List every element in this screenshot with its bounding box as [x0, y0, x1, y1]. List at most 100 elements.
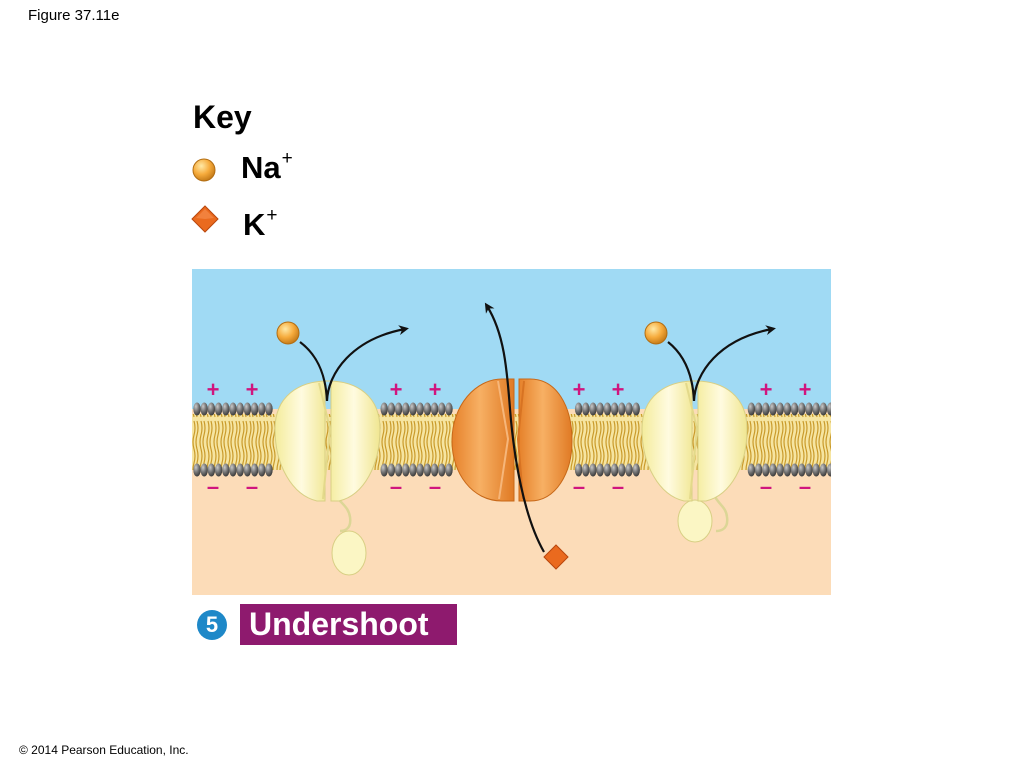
lipid-head — [409, 402, 417, 416]
lipid-head — [783, 463, 792, 477]
lipid-head — [819, 402, 828, 416]
lipid-head — [222, 463, 230, 477]
figure-label: Figure 37.11e — [28, 7, 120, 24]
lipid-head — [632, 402, 640, 416]
lipid-head — [236, 402, 244, 416]
lipid-head — [762, 402, 770, 416]
lipid-head — [265, 402, 273, 416]
lipid-head — [589, 463, 597, 477]
sodium-channel-left — [274, 380, 381, 576]
lipid-head — [445, 402, 453, 416]
lipid-head — [207, 402, 216, 416]
inner-charge: – — [760, 474, 772, 499]
lipid-head — [819, 463, 828, 477]
lipid-head — [258, 463, 266, 477]
sodium-ion-right — [644, 321, 668, 345]
lipid-head — [596, 463, 604, 477]
step-number-badge: 5 — [197, 610, 227, 640]
sodium-arrow-right — [667, 325, 776, 402]
lipid-head — [625, 463, 633, 477]
lipid-head — [776, 463, 784, 477]
lipid-head — [387, 402, 396, 416]
lipid-head — [430, 402, 439, 416]
lipid-head — [222, 402, 230, 416]
outer-charge: + — [390, 377, 403, 402]
lipid-head — [747, 402, 756, 416]
inner-charge: – — [207, 474, 219, 499]
sodium-channel-right — [641, 380, 748, 543]
lipid-head — [798, 402, 806, 416]
lipid-head — [380, 402, 388, 416]
membrane-diagram: +–+–+–+–+–+–+–+– — [192, 269, 831, 595]
inner-charge: – — [246, 474, 258, 499]
sodium-ion-icon — [192, 158, 216, 182]
lipid-head — [243, 402, 252, 416]
lipid-head — [409, 463, 417, 477]
key-label-potassium: K+ — [243, 205, 278, 242]
lipid-head — [589, 402, 597, 416]
outer-charge: + — [429, 377, 442, 402]
potassium-efflux-arrow — [484, 302, 545, 553]
lipid-head — [193, 402, 201, 416]
outer-charge: + — [799, 377, 812, 402]
lipid-head — [207, 463, 216, 477]
key-label-sodium: Na+ — [241, 148, 293, 185]
lipid-head — [380, 463, 388, 477]
lipid-head — [826, 402, 831, 416]
potassium-ion — [543, 544, 569, 570]
lipid-head — [618, 463, 626, 477]
outer-charge: + — [612, 377, 625, 402]
lipid-head — [229, 463, 237, 477]
lipid-head — [798, 463, 806, 477]
lipid-head — [193, 463, 201, 477]
key-title: Key — [193, 99, 252, 135]
potassium-ion-icon — [191, 205, 219, 233]
lipid-head — [229, 402, 237, 416]
membrane-charges: +–+–+–+–+–+–+–+– — [207, 377, 812, 499]
lipid-head — [394, 463, 403, 477]
outer-charge: + — [760, 377, 773, 402]
lipid-head — [632, 463, 640, 477]
lipid-head — [610, 402, 619, 416]
lipid-head — [574, 463, 583, 477]
sodium-arrow-left — [299, 325, 409, 402]
lipid-head — [423, 463, 432, 477]
lipid-head — [812, 402, 820, 416]
lipid-head — [754, 463, 763, 477]
lipid-head — [783, 402, 792, 416]
lipid-head — [790, 463, 799, 477]
inner-charge: – — [573, 474, 585, 499]
step-label: Undershoot — [240, 604, 457, 645]
inner-charge: – — [390, 474, 402, 499]
lipid-head — [610, 463, 619, 477]
lipid-head — [625, 402, 633, 416]
outer-charge: + — [573, 377, 586, 402]
lipid-head — [200, 463, 208, 477]
copyright: © 2014 Pearson Education, Inc. — [19, 743, 189, 757]
lipid-head — [805, 463, 813, 477]
lipid-head — [805, 402, 813, 416]
lipid-head — [402, 402, 410, 416]
lipid-head — [603, 463, 612, 477]
potassium-channel — [451, 378, 573, 502]
lipid-head — [762, 463, 770, 477]
lipid-head — [603, 402, 612, 416]
lipid-head — [416, 463, 424, 477]
lipid-head — [258, 402, 266, 416]
lipid-head — [582, 463, 590, 477]
lipid-head — [430, 463, 439, 477]
lipid-head — [387, 463, 396, 477]
lipid-head — [214, 463, 223, 477]
inner-charge: – — [429, 474, 441, 499]
outer-charge: + — [246, 377, 259, 402]
lipid-head — [214, 402, 223, 416]
lipid-head — [776, 402, 784, 416]
lipid-head — [769, 463, 777, 477]
lipid-head — [574, 402, 583, 416]
lipid-head — [438, 402, 446, 416]
lipid-head — [618, 402, 626, 416]
lipid-head — [438, 463, 446, 477]
lipid-head — [790, 402, 799, 416]
lipid-head — [394, 402, 403, 416]
lipid-head — [402, 463, 410, 477]
